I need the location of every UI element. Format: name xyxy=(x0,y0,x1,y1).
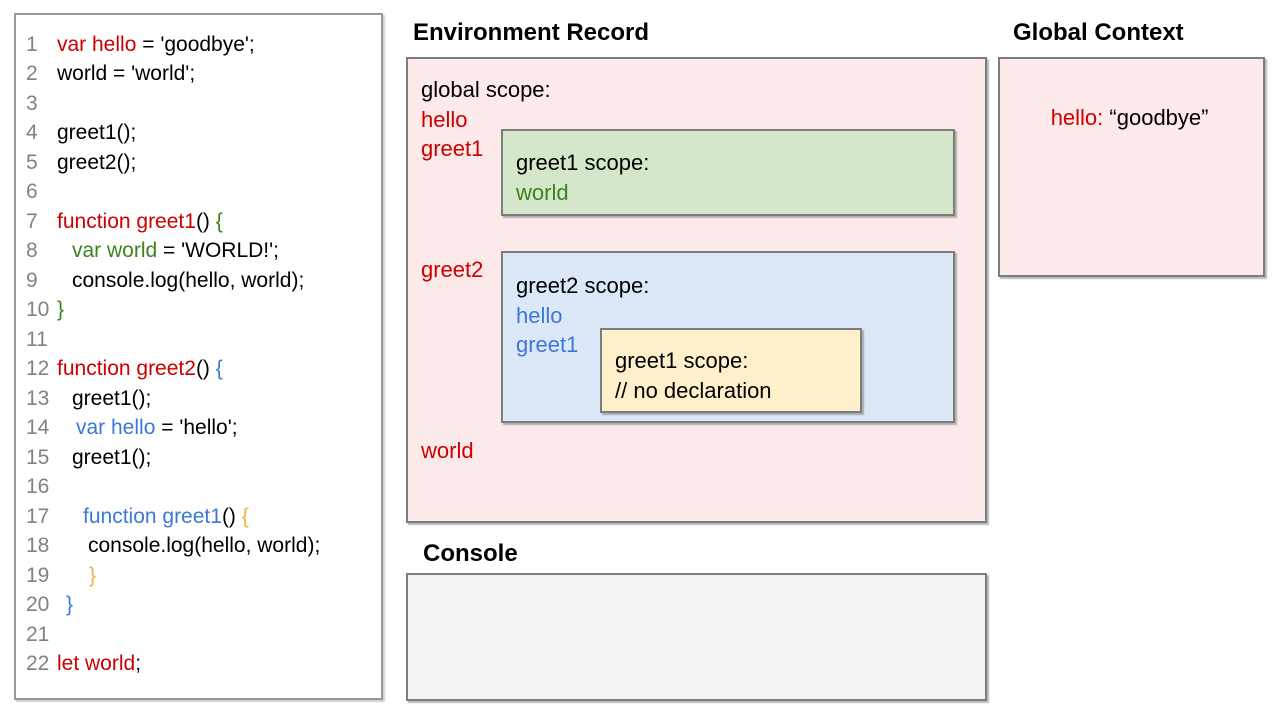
greet2-scope-box: greet2 scope: hello greet1 greet1 scope:… xyxy=(501,251,955,423)
greet1-scope-label: greet1 scope: xyxy=(516,150,650,175)
line-number: 2 xyxy=(26,62,38,86)
code-text: function greet1() { xyxy=(83,504,249,528)
inner-greet1-comment: // no declaration xyxy=(615,377,772,403)
code-text: } xyxy=(66,593,74,617)
code-text: console.log(hello, world); xyxy=(88,534,321,558)
line-number: 19 xyxy=(26,563,50,587)
code-line-2: 2 world = 'world'; xyxy=(16,60,381,90)
line-number: 22 xyxy=(26,652,50,676)
code-text: greet1(); xyxy=(72,445,152,469)
code-line-16: 16 xyxy=(16,473,381,503)
global-var-greet2: greet2 xyxy=(421,257,484,282)
global-context-value: “goodbye” xyxy=(1109,104,1209,130)
line-number: 9 xyxy=(26,268,38,292)
code-line-4: 4 greet1(); xyxy=(16,119,381,149)
global-context-title: Global Context xyxy=(1013,19,1184,46)
code-line-7: 7 function greet1() { xyxy=(16,207,381,237)
global-context-entry: hello: “goodbye” xyxy=(1014,73,1263,162)
line-number: 7 xyxy=(26,209,38,233)
code-text: greet1(); xyxy=(72,386,152,410)
line-number: 5 xyxy=(26,150,38,174)
code-line-18: 18 console.log(hello, world); xyxy=(16,532,381,562)
greet2-var-greet1: greet1 xyxy=(516,332,579,357)
code-text: function greet1() { xyxy=(57,209,223,233)
line-number: 17 xyxy=(26,504,50,528)
code-text: greet1(); xyxy=(57,121,137,145)
code-line-10: 10} xyxy=(16,296,381,326)
code-editor-panel: 1 var hello = 'goodbye'; 2 world = 'world';… xyxy=(14,13,383,700)
code-text: var world = 'WORLD!'; xyxy=(72,239,279,263)
code-line-15: 15 greet1(); xyxy=(16,443,381,473)
code-text: console.log(hello, world); xyxy=(72,268,305,292)
console-output-box xyxy=(406,573,987,701)
line-number: 14 xyxy=(26,416,50,440)
line-number: 3 xyxy=(26,91,38,115)
code-line-20: 20} xyxy=(16,591,381,621)
environment-record-title: Environment Record xyxy=(413,19,650,46)
code-line-21: 21 xyxy=(16,620,381,650)
code-text: let world; xyxy=(57,652,142,676)
line-number: 12 xyxy=(26,357,50,381)
line-number: 16 xyxy=(26,475,50,499)
code-text: var hello = 'hello'; xyxy=(76,416,238,440)
greet1-var-world: world xyxy=(516,179,569,205)
global-var-greet1: greet1 xyxy=(421,136,484,161)
code-line-9: 9 console.log(hello, world); xyxy=(16,266,381,296)
code-text: greet2(); xyxy=(57,150,137,174)
line-number: 8 xyxy=(26,239,38,263)
greet2-scope-label: greet2 scope: xyxy=(516,273,650,298)
code-text: world = 'world'; xyxy=(57,62,196,86)
line-number: 15 xyxy=(26,445,50,469)
line-number: 18 xyxy=(26,534,50,558)
code-line-5: 5 greet2(); xyxy=(16,148,381,178)
code-line-1: 1 var hello = 'goodbye'; xyxy=(16,30,381,60)
code-line-13: 13 greet1(); xyxy=(16,384,381,414)
code-line-17: 17 function greet1() { xyxy=(16,502,381,532)
code-line-19: 19} xyxy=(16,561,381,591)
greet1-scope-box: greet1 scope: world xyxy=(501,129,955,216)
line-number: 1 xyxy=(26,32,38,56)
code-text: } xyxy=(57,298,65,322)
inner-greet1-scope-label: greet1 scope: xyxy=(615,348,749,373)
line-number: 13 xyxy=(26,386,50,410)
global-scope-box: global scope: hello greet1 greet2 world … xyxy=(406,57,987,523)
code-line-12: 12 function greet2() { xyxy=(16,355,381,385)
global-var-world: world xyxy=(421,438,474,463)
global-context-box: hello: “goodbye” xyxy=(998,57,1265,277)
line-number: 4 xyxy=(26,121,38,145)
greet2-var-hello: hello xyxy=(516,302,563,328)
code-text: function greet2() { xyxy=(57,357,223,381)
code-text: } xyxy=(89,563,97,587)
line-number: 20 xyxy=(26,593,50,617)
code-line-6: 6 xyxy=(16,178,381,208)
line-number: 11 xyxy=(26,327,48,351)
line-number: 6 xyxy=(26,180,38,204)
inner-greet1-scope-box: greet1 scope: // no declaration xyxy=(600,328,862,413)
console-title: Console xyxy=(423,540,518,567)
code-line-11: 11 xyxy=(16,325,381,355)
code-line-22: 22 let world; xyxy=(16,650,381,680)
global-scope-label: global scope: xyxy=(421,77,551,102)
line-number: 10 xyxy=(26,298,50,322)
code-line-3: 3 xyxy=(16,89,381,119)
code-line-8: 8 var world = 'WORLD!'; xyxy=(16,237,381,267)
line-number: 21 xyxy=(26,622,50,646)
code-text: var hello = 'goodbye'; xyxy=(57,32,255,56)
global-context-key: hello: xyxy=(1050,104,1104,130)
code-line-14: 14 var hello = 'hello'; xyxy=(16,414,381,444)
global-var-hello: hello xyxy=(421,107,468,132)
